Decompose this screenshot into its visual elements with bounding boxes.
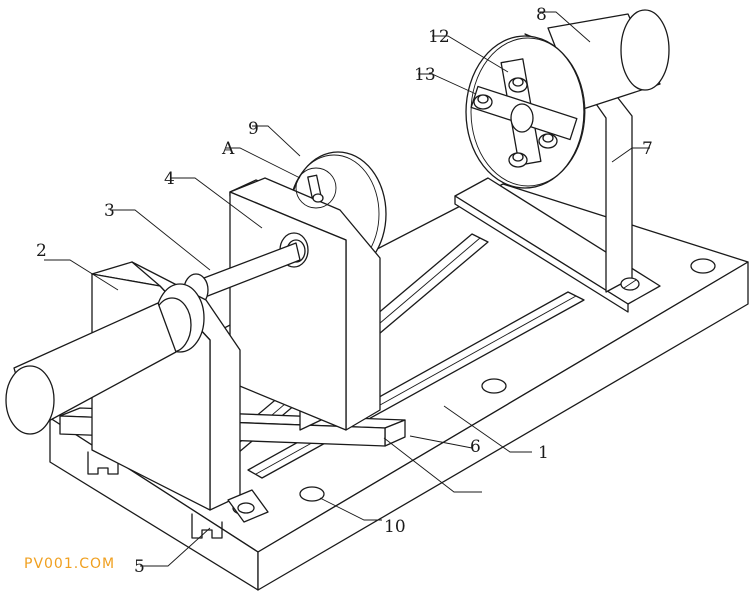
leader-lines (44, 11, 650, 567)
chuck-jaw-bolt (473, 94, 493, 110)
callout-13: 13 (414, 65, 436, 85)
middle-support (229, 151, 387, 431)
callout-3: 3 (104, 201, 115, 221)
callout-6: 6 (470, 437, 481, 457)
mount-hole (481, 378, 507, 394)
motor-end-cap (620, 9, 670, 91)
slide-slot-rear (191, 513, 223, 539)
detail-circle-a (295, 167, 337, 209)
chuck-jaw-bolt (508, 77, 528, 93)
chuck-jaw-bolt (508, 152, 528, 168)
callout-labels: 1 2 3 4 5 6 7 8 9 10 12 13 A (36, 5, 653, 577)
callout-8: 8 (536, 5, 547, 25)
callout-12: 12 (428, 27, 450, 47)
left-support (5, 261, 269, 523)
chuck-jaw-bolt (538, 133, 558, 149)
callout-1: 1 (538, 443, 549, 463)
mount-hole (690, 258, 716, 274)
cylinder-end-cap (5, 365, 55, 435)
callout-10: 10 (384, 517, 406, 537)
callout-2: 2 (36, 241, 47, 261)
chuck-center-hole (510, 103, 534, 133)
callout-detail-a: A (221, 139, 235, 159)
callout-7: 7 (642, 139, 653, 159)
callout-9: 9 (248, 119, 259, 139)
chuck-disc-right (465, 35, 586, 189)
callout-4: 4 (164, 169, 175, 189)
mount-hole (299, 486, 325, 502)
right-support (454, 9, 670, 313)
slide-slot-front (87, 451, 119, 475)
watermark: PV001.COM (24, 556, 116, 572)
callout-5: 5 (134, 557, 145, 577)
